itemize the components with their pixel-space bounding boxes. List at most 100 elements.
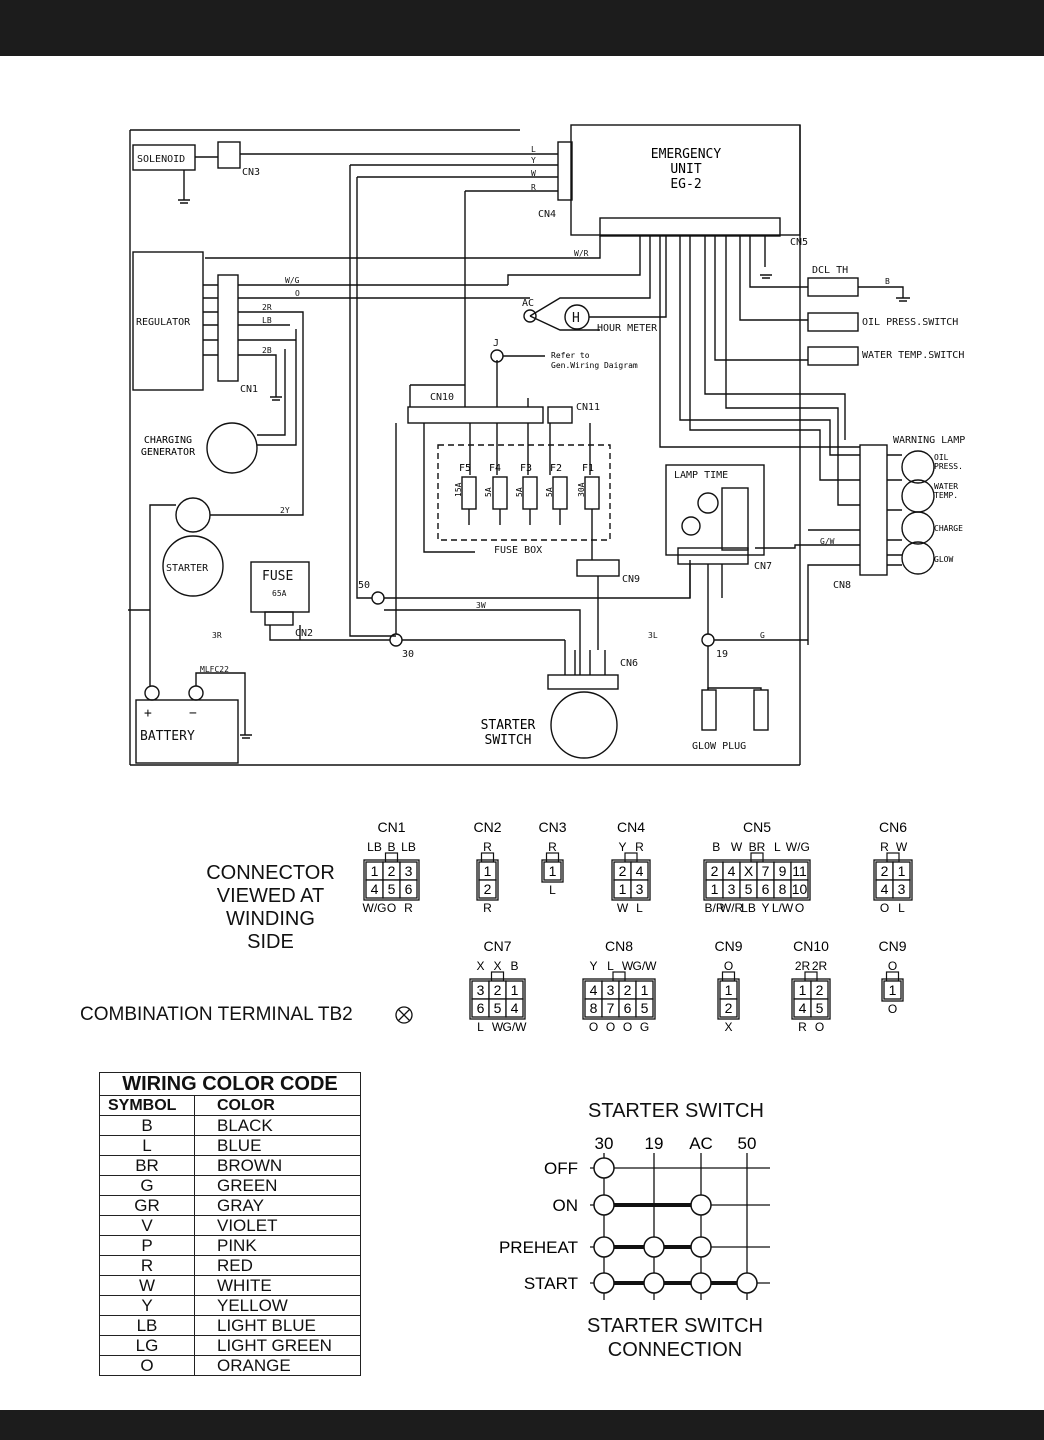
fuse-name: F3 xyxy=(520,463,532,474)
connector-pin-number: 2 xyxy=(494,982,502,998)
connector-pin-number: 7 xyxy=(762,863,770,879)
connector-bottom-label: X xyxy=(724,1020,732,1034)
wire-label: 3W xyxy=(476,601,486,610)
connector-pin-number: 3 xyxy=(636,881,644,897)
lamp-time-label: LAMP TIME xyxy=(674,470,728,481)
refer-note-line: Gen.Wiring Daigram xyxy=(551,361,638,370)
switch-contact xyxy=(593,1194,615,1216)
generator-label-line: CHARGING xyxy=(144,435,192,446)
connector-name: CN7 xyxy=(483,938,511,954)
connector-top-label: R xyxy=(635,840,644,854)
switch-contact xyxy=(690,1272,712,1294)
color-symbol: Y xyxy=(99,1295,195,1316)
connector-pin-number: 3 xyxy=(728,881,736,897)
wire-label: B xyxy=(885,277,890,286)
connector-pin-number: 6 xyxy=(624,1000,632,1016)
connector-bottom-label: O xyxy=(815,1020,824,1034)
connector-pin-number: 11 xyxy=(792,863,807,879)
connector-bottom-label: W xyxy=(617,901,629,915)
connector-top-label: W xyxy=(622,959,634,973)
connector-pin-number: 8 xyxy=(590,1000,598,1016)
connector-body xyxy=(363,859,420,901)
connector-top-label: R xyxy=(483,840,492,854)
connector-top-label: LB xyxy=(401,840,416,854)
connector-bottom-label: O xyxy=(880,901,889,915)
lamp-name: CHARGE xyxy=(934,524,963,533)
fuse-rating: 5A xyxy=(545,487,554,497)
connector-pin xyxy=(635,998,654,1018)
connector-top-label: X xyxy=(493,959,501,973)
connector-body xyxy=(611,859,651,901)
terminal-j: J xyxy=(493,338,499,349)
connector-latch xyxy=(490,971,505,982)
emergency-unit-line: EG-2 xyxy=(670,177,701,192)
switch-contact xyxy=(593,1236,615,1258)
emergency-unit-line: UNIT xyxy=(670,162,701,177)
connector-pin-number: 4 xyxy=(511,1000,519,1016)
connector-bottom-label: O xyxy=(623,1020,632,1034)
battery-label: BATTERY xyxy=(140,729,195,744)
connector-top-label: R xyxy=(548,840,557,854)
connector-name: CN4 xyxy=(617,819,645,835)
wire-label: 2R xyxy=(262,303,272,312)
connector-pin-number: 6 xyxy=(405,881,413,897)
connector-pin xyxy=(543,861,562,881)
connector-bottom-label: L xyxy=(898,901,905,915)
connector-pin-number: 4 xyxy=(799,1000,807,1016)
connector-bottom-label: LB xyxy=(741,901,756,915)
glow-plug-label: GLOW PLUG xyxy=(692,741,746,752)
color-symbol: LB xyxy=(99,1315,195,1336)
connector-bottom-label: R xyxy=(483,901,492,915)
connector-bottom-label: L xyxy=(477,1020,484,1034)
switch-contact xyxy=(593,1272,615,1294)
fuse-name: F2 xyxy=(550,463,562,474)
connector-pin-number: 3 xyxy=(405,863,413,879)
connector-top-label: Y xyxy=(618,840,626,854)
connector-top-label: B xyxy=(387,840,395,854)
color-name: GRAY xyxy=(194,1195,361,1216)
connector-pin xyxy=(790,879,809,899)
switch-column-label: 19 xyxy=(645,1134,664,1153)
color-name: VIOLET xyxy=(194,1215,361,1236)
connector-pin-number: 1 xyxy=(711,881,719,897)
connector-latch xyxy=(886,852,900,863)
connector-latch xyxy=(480,852,495,863)
connector-latch xyxy=(545,852,560,863)
connector-heading: CONNECTOR VIEWED AT WINDING SIDE xyxy=(206,862,335,953)
cn7-label: CN7 xyxy=(754,561,772,572)
color-name: WHITE xyxy=(194,1275,361,1296)
connector-latch xyxy=(750,852,764,863)
connector-body xyxy=(582,978,656,1020)
generator-label-line: GENERATOR xyxy=(141,447,196,458)
switch-column-label: 50 xyxy=(738,1134,757,1153)
connector-top-label: X xyxy=(476,959,484,973)
connector-name: CN9 xyxy=(714,938,742,954)
water-temp-switch-label: WATER TEMP.SWITCH xyxy=(862,350,964,361)
tb2-label: COMBINATION TERMINAL TB2 xyxy=(80,1004,353,1025)
fuse-rating: 65A xyxy=(272,589,287,598)
connector-bottom-label: G xyxy=(640,1020,649,1034)
fuse-rating: 5A xyxy=(484,487,493,497)
connector-pin-number: 2 xyxy=(816,982,824,998)
connector-bottom-label: W/G xyxy=(363,901,387,915)
connector-pin-number: 2 xyxy=(711,863,719,879)
cn1-label: CN1 xyxy=(240,384,258,395)
connector-pin-number: 4 xyxy=(636,863,644,879)
wire-label: W xyxy=(531,169,536,178)
connector-top-label: R xyxy=(880,840,889,854)
color-name: BLUE xyxy=(194,1135,361,1156)
connector-top-label: O xyxy=(888,959,897,973)
lamp-name: TEMP. xyxy=(934,491,958,500)
connector-pin-number: 4 xyxy=(881,881,889,897)
